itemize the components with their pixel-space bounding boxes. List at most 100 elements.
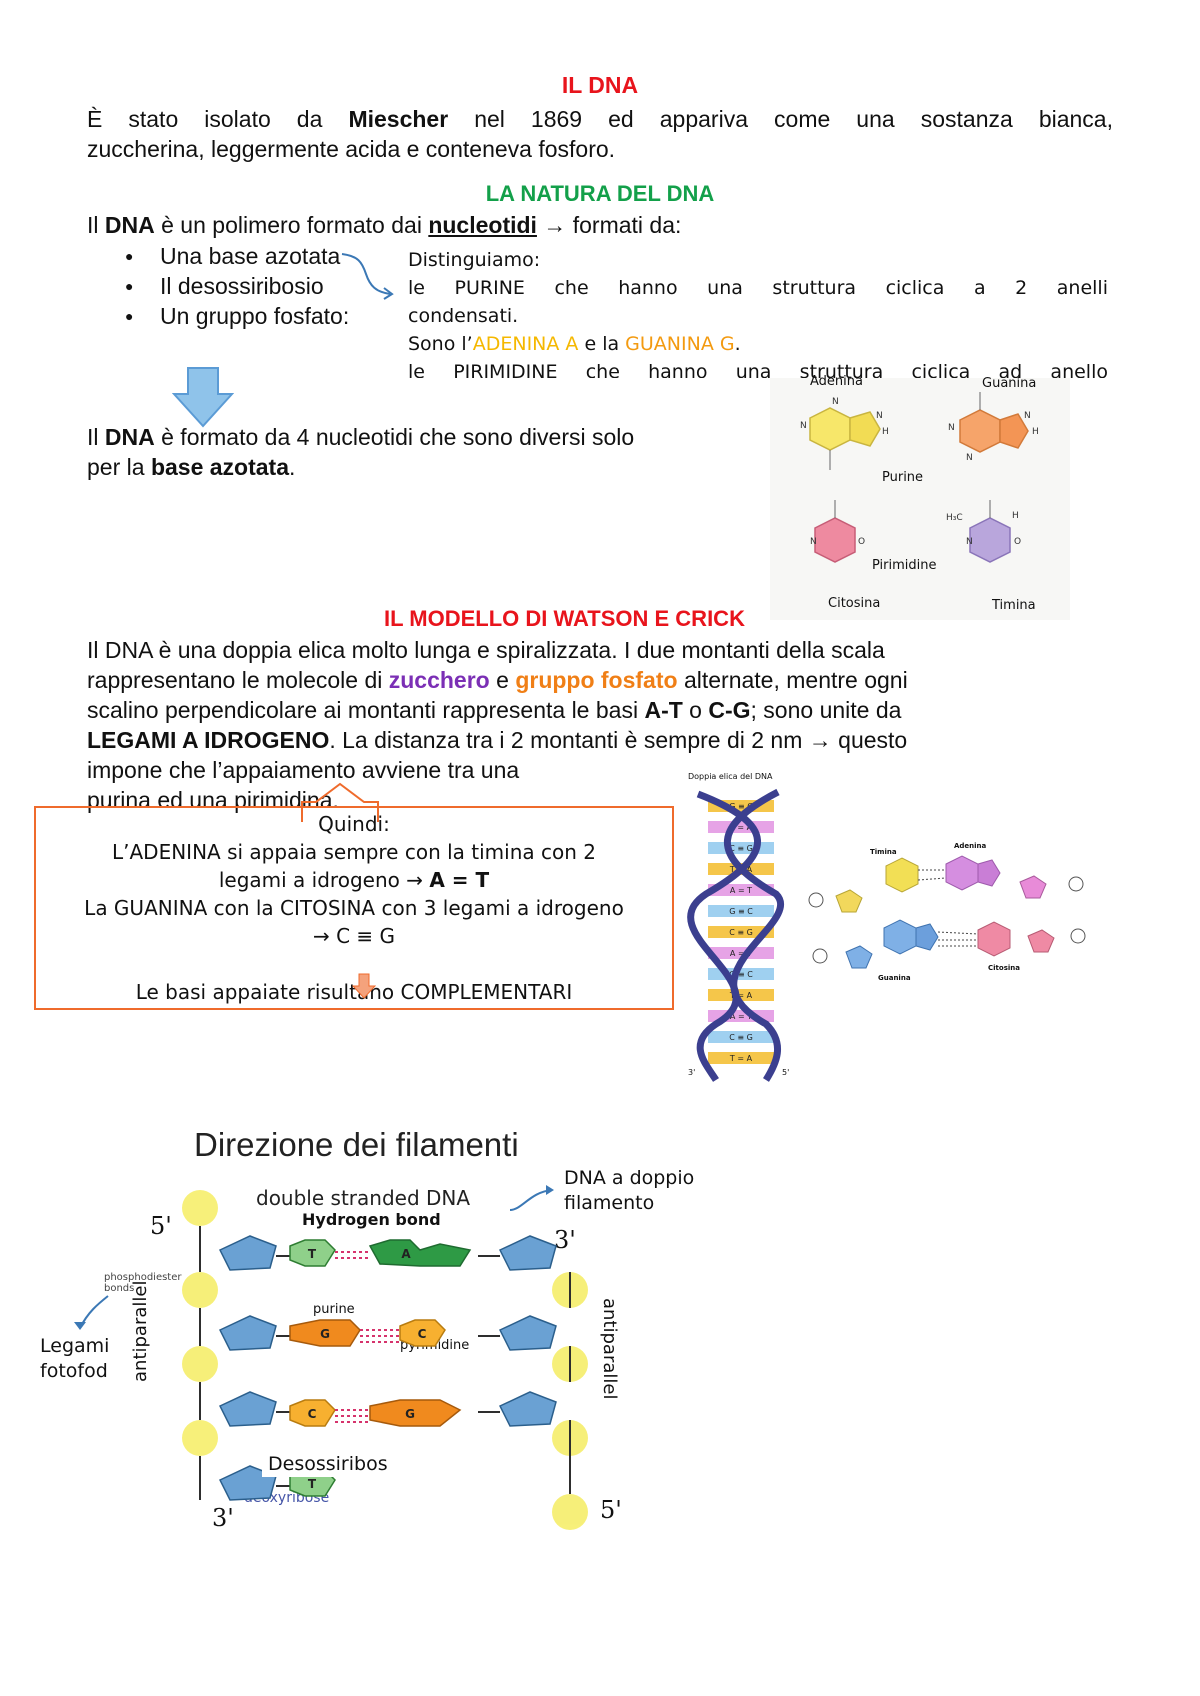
- base-pair-rung: [708, 884, 774, 896]
- base-pair-rung: [708, 1052, 774, 1064]
- callout-arrow-dna-doppio: [509, 1185, 554, 1211]
- callout-desossiribos: Desossiribos: [262, 1452, 394, 1477]
- svg-text:N: N: [966, 537, 973, 547]
- heading-natura: LA NATURA DEL DNA: [485, 181, 715, 206]
- svg-text:H: H: [882, 427, 889, 437]
- nucleotide-components-list: Una base azotata Il desossiribosio Un gr…: [87, 241, 407, 331]
- callout-arrow-legami: [74, 1295, 109, 1330]
- callout-legami: Legami fotofod: [40, 1335, 110, 1382]
- quindi-box: Quindi: L’ADENINA si appaia sempre con l…: [34, 806, 674, 1010]
- svg-text:N: N: [832, 397, 839, 407]
- helix-title: Doppia elica del DNA: [688, 772, 773, 781]
- list-item: Il desossiribosio: [87, 271, 407, 301]
- label-purine: purine: [313, 1302, 355, 1317]
- quindi-line-5: Le basi appaiate risultano COMPLEMENTARI: [135, 980, 573, 1004]
- base-pair-label: A = T: [730, 1012, 752, 1021]
- helix-end-5: 5': [782, 1068, 790, 1077]
- watson-paragraph: Il DNA è una doppia elica molto lunga e …: [87, 637, 908, 813]
- svg-text:H: H: [1032, 427, 1039, 437]
- label-5-prime-top: 5': [150, 1212, 172, 1240]
- base-pair-rung: [708, 989, 774, 1001]
- figure-title: Direzione dei filamenti: [194, 1126, 519, 1163]
- distinguiamo-box: Distinguiamo: le PURINE che hanno una st…: [408, 246, 1108, 378]
- double-helix-figure: Doppia elica del DNA G ≡ C T = A C ≡ G T = …: [686, 772, 796, 1082]
- svg-text:A: A: [401, 1247, 411, 1261]
- heading-watson-crick: IL MODELLO DI WATSON E CRICK: [384, 606, 745, 631]
- four-nucleotides-text: Il DNA è formato da 4 nucleotidi che son…: [87, 424, 635, 480]
- svg-text:G: G: [405, 1407, 415, 1421]
- quindi-line-1: L’ADENINA si appaia sempre con la timina…: [112, 840, 596, 864]
- base-pair-rung: [708, 947, 774, 959]
- svg-text:N: N: [966, 453, 973, 463]
- svg-text:N: N: [876, 411, 883, 421]
- svg-text:H: H: [1012, 511, 1019, 521]
- intro-line-2: zuccherina, leggermente acida e contenev…: [87, 136, 616, 162]
- list-item: Un gruppo fosfato:: [87, 301, 407, 331]
- distinguiamo-line-4: le PIRIMIDINE che hanno una struttura ci…: [408, 361, 1108, 378]
- label-guanina-pair: Guanina: [878, 974, 911, 982]
- base-pair-label: C ≡ G: [729, 844, 753, 853]
- svg-text:H₃C: H₃C: [946, 513, 963, 523]
- distinguiamo-line-3: Sono l’ADENINA A e la GUANINA G.: [408, 333, 741, 355]
- svg-text:N: N: [948, 423, 955, 433]
- quindi-line-3: La GUANINA con la CITOSINA con 3 legami …: [84, 896, 624, 920]
- label-5-prime-bottom: 5': [600, 1496, 622, 1524]
- svg-text:O: O: [858, 537, 865, 547]
- label-citosina-pair: Citosina: [988, 964, 1020, 972]
- base-pair-rung: [708, 926, 774, 938]
- quindi-line-4: → C ≡ G: [312, 924, 396, 948]
- down-arrow-icon: [172, 367, 234, 428]
- svg-text:G: G: [320, 1327, 330, 1341]
- svg-text:O: O: [1014, 537, 1021, 547]
- label-timina: Timina: [992, 598, 1036, 613]
- base-pair-label: T = A: [729, 1054, 753, 1063]
- helix-end-3: 3': [688, 1068, 696, 1077]
- label-hydrogen-bond: Hydrogen bond: [302, 1210, 441, 1229]
- svg-text:T: T: [308, 1477, 317, 1491]
- svg-text:N: N: [1024, 411, 1031, 421]
- list-item: Una base azotata: [87, 241, 407, 271]
- label-adenina-pair: Adenina: [954, 842, 987, 850]
- svg-text:T: T: [308, 1247, 317, 1261]
- base-pair-label: A = T: [730, 886, 752, 895]
- base-pair-label: C ≡ G: [729, 928, 753, 937]
- label-double-stranded: double stranded DNA: [256, 1186, 471, 1210]
- base-pair-label: T = A: [729, 991, 753, 1000]
- base-pair-rung: [708, 1031, 774, 1043]
- intro-paragraph: È stato isolato da Miescher nel 1869 ed …: [87, 104, 1113, 164]
- curved-arrow-icon: [341, 253, 394, 300]
- base-pair-label: G ≡ C: [729, 802, 753, 811]
- miescher: Miescher: [348, 106, 449, 132]
- distinguiamo-line-1: le PURINE che hanno una struttura ciclic…: [408, 277, 1108, 299]
- callout-dna-doppio: DNA a doppio filamento: [564, 1167, 695, 1214]
- label-guanina: Guanina: [982, 376, 1037, 391]
- svg-text:N: N: [800, 421, 807, 431]
- quindi-line-2: legami a idrogeno → A = T: [218, 868, 490, 892]
- svg-text:C: C: [418, 1327, 427, 1341]
- label-pirimidine: Pirimidine: [872, 558, 937, 573]
- up-arrow-icon: [301, 782, 379, 822]
- intro-line-1: È stato isolato da Miescher nel 1869 ed …: [87, 106, 1113, 132]
- base-pair-rung: [708, 905, 774, 917]
- strand-direction-figure: Direzione dei filamenti double stranded …: [104, 1120, 640, 1532]
- label-adenina: Adenina: [810, 374, 863, 389]
- base-pair-label: C ≡ G: [729, 1033, 753, 1042]
- label-purine: Purine: [882, 470, 924, 485]
- label-3-prime-bottom: 3': [212, 1504, 234, 1532]
- base-pair-label: A = T: [730, 949, 752, 958]
- base-pair-label: G ≡ C: [729, 970, 753, 979]
- distinguiamo-line-2: condensati.: [408, 305, 519, 327]
- natura-line: Il DNA è un polimero formato dai nucleot…: [87, 212, 682, 238]
- heading-il-dna: IL DNA: [561, 72, 639, 98]
- pairing-diagram: [808, 855, 1086, 969]
- helix-diagram: G ≡ C T = A C ≡ G T = A A = T G ≡ C C ≡ G A = T…: [687, 788, 785, 1082]
- base-pairing-figure: Timina Adenina Guanina Citosina: [806, 840, 1096, 990]
- distinguiamo-title: Distinguiamo:: [408, 249, 541, 271]
- label-timina-pair: Timina: [870, 848, 897, 856]
- label-phosphodiester: phosphodiester bonds: [104, 1272, 182, 1294]
- small-down-arrow-icon: [352, 973, 376, 999]
- svg-text:C: C: [308, 1407, 317, 1421]
- strand-diagram: T A G C C G T: [182, 1190, 588, 1530]
